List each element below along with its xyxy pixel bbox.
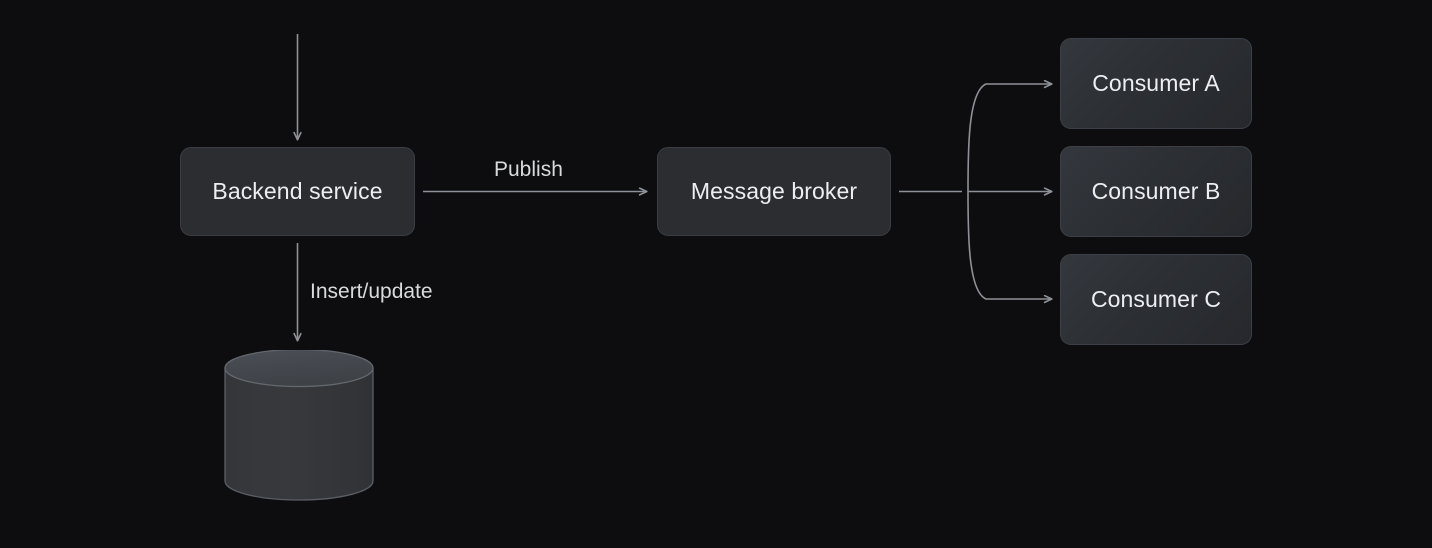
node-message-broker[interactable]: Message broker [657, 147, 891, 236]
edge-label-text: Insert/update [310, 280, 433, 303]
node-consumer-a[interactable]: Consumer A [1060, 38, 1252, 129]
edge-label-insert-update: Insert/update [310, 280, 433, 304]
node-label: Consumer A [1092, 70, 1220, 96]
node-label: Backend service [212, 178, 383, 204]
edge-label-text: Publish [494, 158, 563, 181]
node-backend-service[interactable]: Backend service [180, 147, 415, 236]
database-cylinder[interactable] [222, 350, 376, 506]
node-label: Consumer B [1091, 178, 1221, 204]
node-label: Consumer C [1090, 286, 1222, 312]
cylinder-body [224, 367, 374, 501]
edge-label-publish: Publish [494, 158, 563, 182]
node-consumer-b[interactable]: Consumer B [1060, 146, 1252, 237]
node-consumer-c[interactable]: Consumer C [1060, 254, 1252, 345]
cylinder-top [224, 350, 374, 388]
connector-junction-to-consumer-a [967, 84, 1052, 192]
node-label: Message broker [690, 178, 858, 204]
connector-junction-to-consumer-c [967, 191, 1052, 300]
